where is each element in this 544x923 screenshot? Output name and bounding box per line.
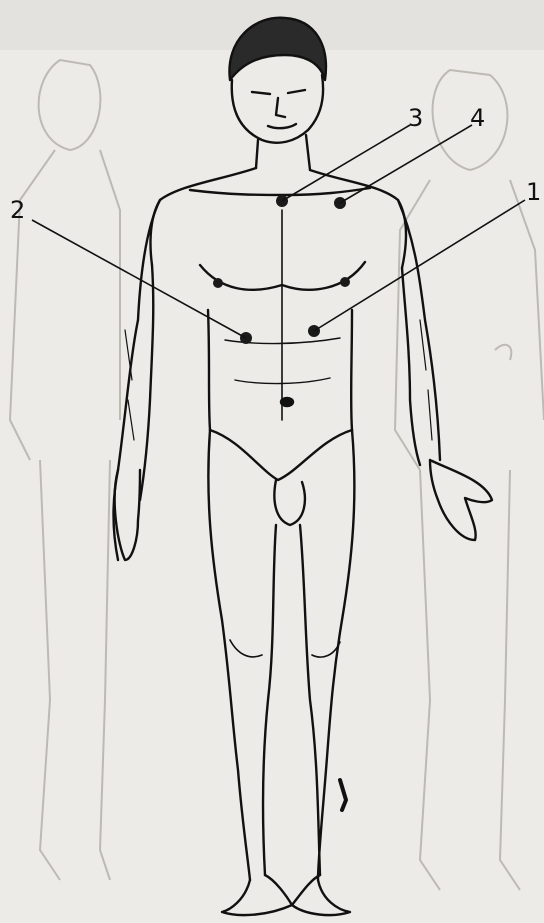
leader-lines [32,125,525,338]
leader-line-1 [314,200,525,331]
torso-outline [150,168,406,268]
leader-line-4 [340,125,472,203]
briefs [210,430,352,480]
left-foot [222,875,292,915]
right-arm [398,200,440,465]
right-foot [292,875,350,915]
left-leg [208,430,276,880]
callout-label-3: 3 [408,106,423,130]
point-nipple-right [340,277,350,287]
background-ghost-figures [0,0,544,890]
callout-label-4: 4 [470,106,485,130]
main-figure [114,18,493,915]
callout-label-1: 1 [526,180,541,204]
callout-label-2: 2 [10,198,25,222]
point-nipple-left [213,278,223,288]
